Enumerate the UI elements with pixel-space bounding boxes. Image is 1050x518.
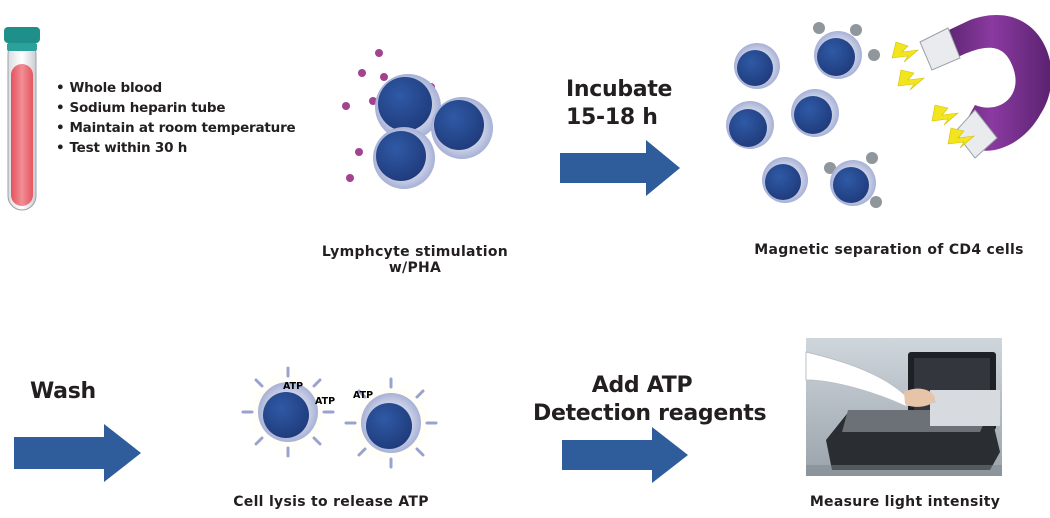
cell-icon xyxy=(734,43,780,89)
cell-icon xyxy=(791,89,839,137)
lightning-icon xyxy=(891,41,975,149)
caption-stimulation: Lymphcyte stimulation w/PHA xyxy=(321,244,509,276)
list-item: Sodium heparin tube xyxy=(56,98,296,118)
stimulated-cells xyxy=(373,74,493,189)
atp-label: ATP xyxy=(315,396,335,407)
step-incubate: Incubate 15-18 h xyxy=(566,77,673,130)
cell-icon xyxy=(361,393,421,453)
luminometer-photo xyxy=(805,338,1002,476)
atp-label: ATP xyxy=(283,381,303,392)
magnet-icon xyxy=(919,15,1050,159)
caption-separation: Magnetic separation of CD4 cells xyxy=(754,242,1024,258)
lysis-cells: ATP ATP ATP xyxy=(240,364,439,471)
atp-label: ATP xyxy=(353,390,373,401)
list-item: Maintain at room temperature xyxy=(56,118,295,138)
sample-requirements-list: Whole blood Sodium heparin tube Maintain… xyxy=(56,78,296,158)
cell-icon xyxy=(762,157,808,203)
separation-cells xyxy=(726,22,882,208)
arrow-wash xyxy=(14,424,141,482)
step-wash: Wash xyxy=(30,379,96,404)
caption-measure: Measure light intensity xyxy=(809,494,1001,510)
step-add-reagents: Add ATP Detection reagents xyxy=(533,373,767,426)
cell-icon xyxy=(726,101,774,149)
arrow-add-reagents xyxy=(562,427,688,483)
cell-icon xyxy=(431,97,493,159)
blood-tube-icon xyxy=(4,27,40,211)
cell-icon xyxy=(373,127,435,189)
cell-icon xyxy=(830,160,876,206)
list-item: Test within 30 h xyxy=(56,138,296,158)
list-item: Whole blood xyxy=(56,78,296,98)
arrow-incubate xyxy=(560,140,680,196)
cell-icon xyxy=(258,382,318,442)
cell-icon xyxy=(375,74,441,140)
caption-lysis: Cell lysis to release ATP xyxy=(233,494,429,510)
cell-icon xyxy=(814,31,862,79)
